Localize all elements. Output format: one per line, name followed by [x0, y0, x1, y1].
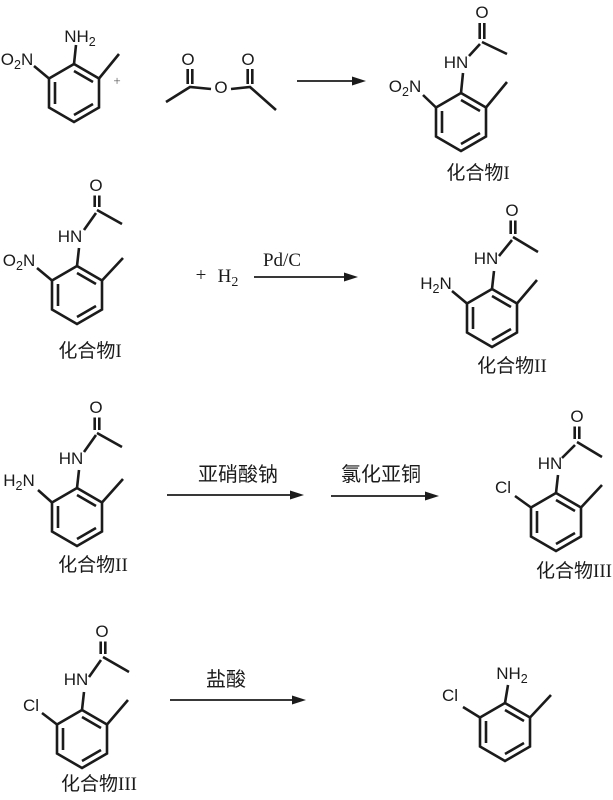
molecule-compound-ii-product: O HN H2N 化合物II	[420, 201, 547, 377]
reaction-arrow-1	[297, 76, 366, 86]
compound-label-iii: 化合物III	[61, 773, 137, 795]
compound-label-ii: 化合物II	[58, 554, 128, 576]
atom-label-cl: Cl	[442, 686, 458, 705]
atom-label-hn: HN	[444, 53, 469, 72]
reaction-step-4: O HN Cl 化合物III 盐酸 NH2 Cl	[23, 622, 552, 795]
catalyst-pdc: Pd/C	[263, 250, 301, 271]
molecule-compound-i-reactant: O HN O2N 化合物I	[3, 176, 124, 362]
reagent-hydrochloric-acid: 盐酸	[206, 668, 246, 691]
atom-label-o: O	[95, 622, 108, 641]
reaction-step-1: NH2 O2N + O O O O HN O2N 化合物I	[1, 3, 510, 184]
substituent-bonds	[33, 44, 121, 80]
reaction-arrow-3	[167, 490, 304, 500]
compound-label-iii: 化合物III	[536, 560, 612, 582]
atom-label-o: O	[214, 78, 227, 97]
reagent-cuprous-chloride: 氯化亚铜	[341, 463, 421, 486]
substituent-bonds	[422, 23, 509, 109]
molecule-compound-ii-reactant: O HN H2N 化合物II	[3, 398, 128, 576]
molecule-2-methyl-6-nitroaniline: NH2 O2N	[1, 27, 121, 124]
benzene-ring	[434, 91, 488, 153]
substituent-bonds	[462, 684, 552, 719]
atom-label-o: O	[570, 407, 583, 426]
plus-sign: +	[113, 73, 120, 88]
bonds	[165, 69, 277, 111]
molecule-compound-iii-product: O HN Cl 化合物III	[495, 407, 612, 582]
molecule-compound-iii-reactant: O HN Cl 化合物III	[23, 622, 137, 795]
compound-label-ii: 化合物II	[477, 355, 547, 377]
benzene-ring	[478, 701, 532, 763]
compound-label-i: 化合物I	[446, 162, 509, 184]
atom-label-o2n: O2N	[389, 77, 421, 99]
atom-label-o: O	[89, 176, 102, 195]
atom-label-nh2: NH2	[64, 27, 96, 49]
molecule-acetic-anhydride: O O O	[165, 50, 277, 111]
reagent-sodium-nitrite: 亚硝酸钠	[198, 463, 278, 486]
atom-label-hn: HN	[538, 454, 563, 473]
atom-label-hn: HN	[59, 449, 84, 468]
plus-sign: +	[196, 265, 207, 286]
benzene-ring	[465, 287, 519, 349]
atom-label-h2n: H2N	[420, 274, 452, 296]
molecule-compound-i-product: O HN O2N 化合物I	[389, 3, 510, 184]
atom-label-hn: HN	[474, 249, 499, 268]
atom-label-h2n: H2N	[3, 471, 35, 493]
atom-label-o: O	[475, 3, 488, 22]
arrow-head-icon	[290, 490, 304, 500]
benzene-ring	[50, 486, 104, 548]
atom-label-o: O	[241, 50, 254, 69]
atom-label-cl: Cl	[495, 478, 511, 497]
substituent-bonds	[514, 426, 603, 509]
atom-label-o: O	[89, 398, 102, 417]
arrow-head-icon	[352, 76, 366, 86]
benzene-ring	[50, 264, 104, 326]
atom-label-o: O	[505, 201, 518, 220]
benzene-ring	[55, 708, 109, 770]
reaction-step-2: O HN O2N 化合物I + H2 Pd/C O HN H2N 化合物II	[3, 176, 547, 377]
reaction-step-3: O HN H2N 化合物II 亚硝酸钠 氯化亚铜 O HN Cl 化合物III	[3, 398, 612, 582]
substituent-bonds	[37, 417, 124, 504]
atom-label-o2n: O2N	[3, 251, 35, 273]
arrow-head-icon	[425, 491, 439, 501]
benzene-ring	[529, 491, 583, 553]
atom-label-o2n: O2N	[1, 50, 33, 72]
substituent-bonds	[451, 220, 539, 305]
atom-label-hn: HN	[58, 227, 83, 246]
reaction-arrow-5	[170, 695, 306, 705]
compound-label-i: 化合物I	[58, 340, 121, 362]
substituent-bonds	[36, 195, 124, 282]
reaction-arrow-4	[331, 491, 439, 501]
atom-label-cl: Cl	[23, 696, 39, 715]
reagent-h2: H2	[218, 266, 239, 290]
atom-label-hn: HN	[64, 670, 89, 689]
reaction-arrow-2	[254, 272, 358, 282]
arrow-head-icon	[344, 272, 358, 282]
arrow-head-icon	[292, 695, 306, 705]
substituent-bonds	[41, 641, 130, 726]
molecule-2-chloro-6-methylaniline: NH2 Cl	[442, 664, 552, 763]
benzene-ring	[47, 62, 101, 124]
atom-label-o: O	[181, 50, 194, 69]
atom-label-nh2: NH2	[496, 664, 528, 686]
